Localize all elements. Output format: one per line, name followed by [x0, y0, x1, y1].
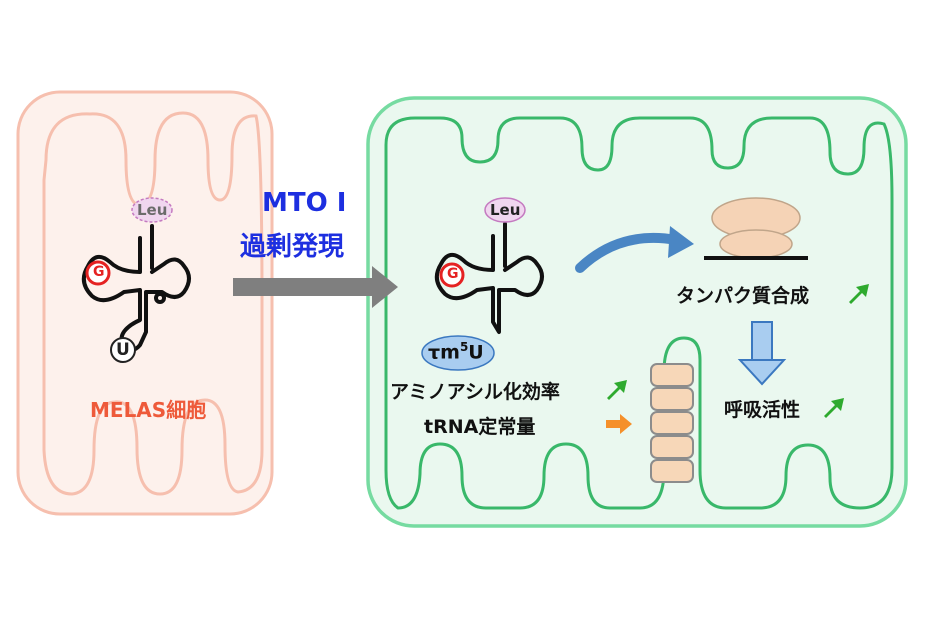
translation-flow-arrow [575, 232, 681, 273]
treatment-line2: 過剰発現 [240, 232, 345, 262]
tm5u-prefix: τm [428, 341, 460, 364]
treated-leu-badge [484, 197, 526, 223]
trna-level-label: tRNA定常量 [424, 416, 536, 438]
ribosome-icon [704, 197, 808, 260]
melas-trna [81, 224, 191, 352]
melas-leu-badge [131, 197, 173, 223]
melas-u-label: U [116, 340, 130, 360]
treated-trna [434, 222, 544, 334]
tm5u-label: τm5U [428, 340, 484, 363]
respiration-label: 呼吸活性 [724, 399, 801, 421]
tm5u-base: U [468, 341, 484, 364]
treated-cell [366, 96, 908, 528]
protein-synthesis-label: タンパク質合成 [676, 285, 810, 307]
overexpression-arrow [233, 266, 398, 308]
trna-level-same-arrow-icon [606, 414, 632, 434]
melas-g-marker [85, 260, 111, 286]
melas-g-label: G [93, 264, 105, 280]
respiratory-complex-icon [650, 363, 694, 483]
respiration-flow-arrow [737, 321, 787, 386]
treatment-line1: MTO I [262, 188, 347, 218]
tm5u-sup: 5 [459, 340, 469, 354]
respiration-up-arrow-icon [824, 398, 844, 418]
treated-leu-label: Leu [490, 201, 521, 219]
melas-u-marker [110, 337, 136, 363]
protein-synthesis-up-arrow-icon [849, 284, 869, 304]
aminoacylation-up-arrow-icon [607, 380, 627, 400]
melas-leu-label: Leu [137, 201, 168, 219]
treated-g-marker [439, 262, 465, 288]
translation-flow-arrow-head [668, 226, 694, 258]
melas-cell-label: MELAS細胞 [90, 398, 207, 422]
aminoacylation-label: アミノアシル化効率 [390, 381, 560, 403]
tm5u-badge [421, 335, 495, 371]
treated-g-label: G [447, 266, 459, 282]
